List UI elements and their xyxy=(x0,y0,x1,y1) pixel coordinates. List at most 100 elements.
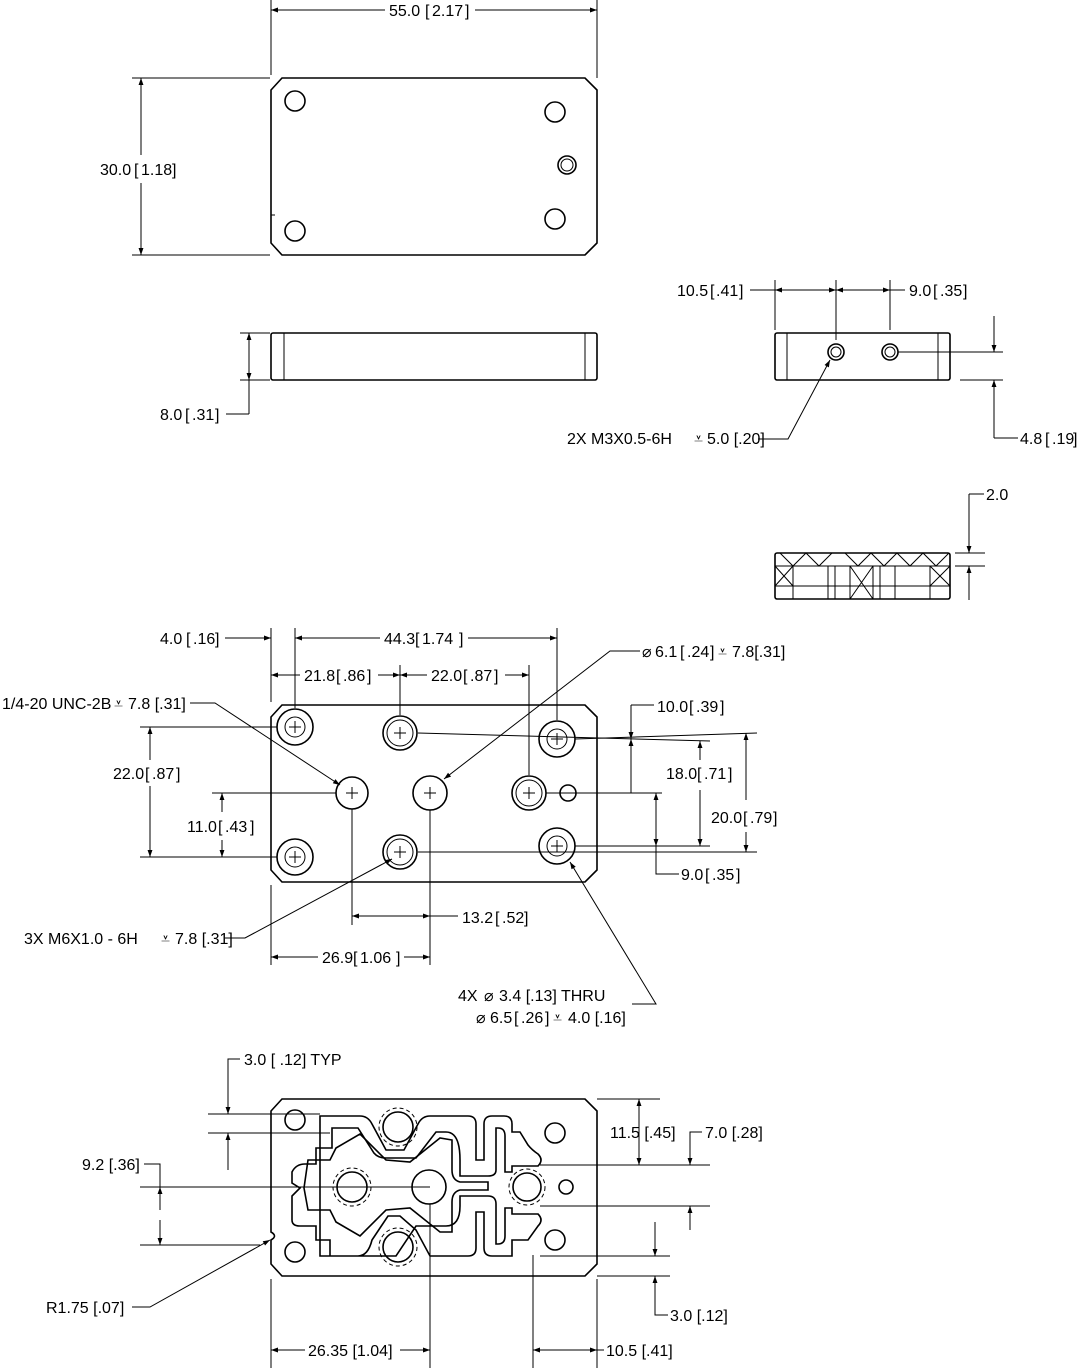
section-view: 2.0 xyxy=(774,487,1008,600)
dim-edge-to-hole-in: .16 xyxy=(193,631,215,648)
hole-circle xyxy=(544,1229,566,1251)
svg-text:[: [ xyxy=(1045,431,1050,448)
thru-callout-cbore-in: .26 xyxy=(521,1010,543,1027)
hole-circle xyxy=(335,776,369,810)
hole-circle xyxy=(544,208,566,230)
dim-left-offset-mm: 10.5 xyxy=(677,283,708,300)
svg-text:[: [ xyxy=(680,644,685,661)
diameter-symbol: ⌀ xyxy=(642,644,652,661)
hole-circle xyxy=(276,838,314,876)
dim-right-tall-in: .79 xyxy=(750,810,772,827)
bottom-view-outline xyxy=(270,704,598,883)
svg-text:]: ] xyxy=(728,766,732,783)
end-view-outline xyxy=(774,332,951,381)
svg-text:]: ] xyxy=(465,3,469,20)
hole-circle xyxy=(544,1122,566,1144)
dim-right-mid-mm: 18.0 xyxy=(666,766,697,783)
cbore-dia: 6.1 xyxy=(655,644,677,661)
svg-text:]: ] xyxy=(739,283,743,300)
dim-left-tall-mm: 22.0 xyxy=(113,766,144,783)
thread-hole xyxy=(881,343,899,361)
dim-left-offset-in: .41 xyxy=(716,283,738,300)
side-view-outline xyxy=(270,332,598,381)
dim-b-mm: 22.0 xyxy=(431,668,462,685)
svg-text:]: ] xyxy=(459,631,463,648)
svg-text:]: ] xyxy=(172,162,176,179)
svg-text:[: [ xyxy=(463,668,468,685)
channel-view-outline xyxy=(270,1098,598,1277)
thru-callout-dia: 3.4 [.13] THRU xyxy=(499,988,605,1005)
dim-left-tall-in: .87 xyxy=(152,766,174,783)
hole-circle xyxy=(538,827,576,865)
cbore-depth: 7.8[.31] xyxy=(732,644,785,661)
svg-text:]: ] xyxy=(494,668,498,685)
depth-symbol: ⩡ xyxy=(114,696,123,713)
dim-right-top-in: .39 xyxy=(696,699,718,716)
hole-circle xyxy=(412,775,448,811)
m6-depth: 7.8 [.31] xyxy=(175,931,233,948)
radius-callout: R1.75 [.07] xyxy=(46,1300,124,1317)
dim-b-in: .87 xyxy=(470,668,492,685)
svg-text:[: [ xyxy=(186,631,191,648)
dim-10-5: 10.5 [.41] xyxy=(606,1343,673,1360)
svg-text:[: [ xyxy=(134,162,139,179)
dim-spacing-mm: 9.0 xyxy=(909,283,931,300)
depth-symbol: ⩡ xyxy=(161,931,170,948)
dim-hole-height-mm: 4.8 xyxy=(1020,431,1042,448)
dim-11-5: 11.5 [.45] xyxy=(610,1125,676,1142)
dim-26-35: 26.35 [1.04] xyxy=(308,1343,393,1360)
thread-hole xyxy=(827,343,845,361)
svg-text:]: ] xyxy=(215,631,219,648)
dim-3-0: 3.0 [.12] xyxy=(670,1308,728,1325)
svg-text:[: [ xyxy=(743,810,748,827)
svg-text:[: [ xyxy=(145,766,150,783)
typ-callout: 3.0 [ .12] TYP xyxy=(244,1052,342,1069)
svg-text:[: [ xyxy=(353,950,358,967)
depth-symbol: ⩡ xyxy=(718,644,727,661)
hole-circle xyxy=(284,220,306,242)
svg-text:[: [ xyxy=(495,910,500,927)
hole-circle xyxy=(276,708,314,746)
dim-left-short-in: .43 xyxy=(225,819,247,836)
end-view: 10.5 [ .41 ] 9.0 [ .35 ] 4.8 [ .19 ] 2X … xyxy=(567,280,1077,448)
svg-text:[: [ xyxy=(425,3,430,20)
hole-circle xyxy=(378,1227,418,1267)
hole-circle xyxy=(557,155,577,175)
svg-text:[: [ xyxy=(218,819,223,836)
dim-width-mm: 55.0 xyxy=(389,3,420,20)
svg-text:]: ] xyxy=(720,699,724,716)
svg-text:[: [ xyxy=(689,699,694,716)
hole-circle xyxy=(544,101,566,123)
dim-7-0: 7.0 [.28] xyxy=(705,1125,763,1142)
depth-symbol: ⩡ xyxy=(553,1010,562,1027)
svg-text:[: [ xyxy=(710,283,715,300)
svg-text:]: ] xyxy=(710,644,714,661)
dim-hole-height-in: .19 xyxy=(1052,431,1074,448)
dim-right-bot-in: .35 xyxy=(712,867,734,884)
end-thread-callout: 2X M3X0.5-6H xyxy=(567,431,672,448)
svg-text:]: ] xyxy=(215,407,219,424)
dim-right-mid-in: .71 xyxy=(704,766,726,783)
side-view: 8.0 [ .31 ] xyxy=(160,332,598,424)
hole-circle xyxy=(284,90,306,112)
section-outline xyxy=(774,552,951,600)
svg-text:]: ] xyxy=(1073,431,1077,448)
svg-text:[: [ xyxy=(185,407,190,424)
cbore-dia-in: .24 xyxy=(687,644,709,661)
dim-bottom-in: 1.06 xyxy=(360,950,391,967)
thru-callout-cbore: 6.5 xyxy=(490,1010,512,1027)
dim-height-mm: 30.0 xyxy=(100,162,131,179)
hole-circle xyxy=(378,1107,418,1147)
diameter-symbol: ⌀ xyxy=(476,1010,486,1027)
svg-text:]: ] xyxy=(367,668,371,685)
section-depth: 2.0 xyxy=(986,487,1008,504)
quarter-thread-depth: 7.8 [.31] xyxy=(128,696,186,713)
svg-text:]: ] xyxy=(736,867,740,884)
depth-symbol: ⩡ xyxy=(694,431,703,448)
diameter-symbol: ⌀ xyxy=(484,988,494,1005)
svg-text:[: [ xyxy=(514,1010,519,1027)
svg-text:]: ] xyxy=(396,950,400,967)
dim-spacing-in: .35 xyxy=(940,283,962,300)
m6-callout: 3X M6X1.0 - 6H xyxy=(24,931,138,948)
svg-text:]: ] xyxy=(250,819,254,836)
